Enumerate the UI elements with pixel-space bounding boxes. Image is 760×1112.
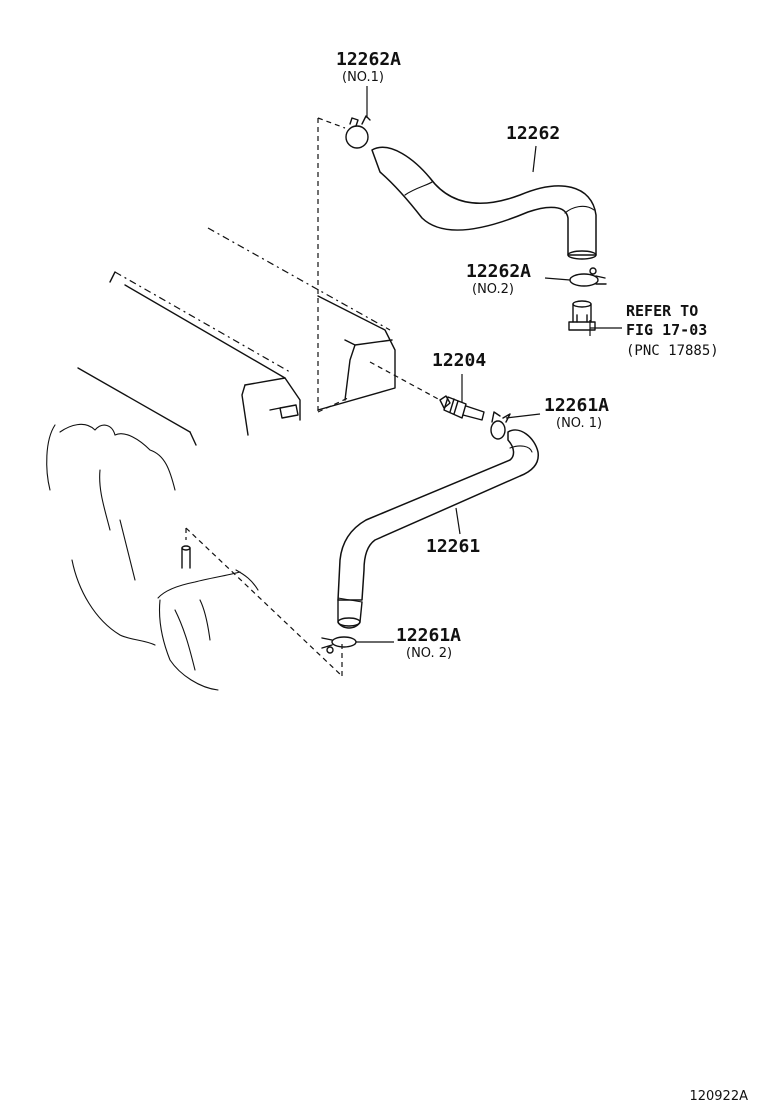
part-number: 12262A (336, 49, 401, 70)
clamp-12262A-no1 (345, 115, 371, 149)
part-sub-label: (NO. 1) (556, 416, 602, 431)
label-hose-12262: 12262 (506, 123, 560, 144)
engine-block-outline (46, 227, 396, 691)
figure-id: 120922A (689, 1089, 748, 1104)
clamp-12262A-no2 (569, 267, 607, 287)
part-sub-label: (NO.2) (472, 282, 514, 297)
refer-line-3: (PNC 17885) (626, 343, 719, 359)
label-clamp-12261A-no2: 12261A (NO. 2) (396, 625, 461, 661)
clamp-12261A-no1 (490, 411, 511, 440)
part-number: 12261A (544, 395, 609, 416)
part-number: 12261 (426, 536, 480, 557)
part-sub-label: (NO. 2) (406, 646, 452, 661)
pcv-valve (439, 395, 485, 421)
label-clamp-12262A-no1: 12262A (NO.1) (336, 49, 401, 85)
upper-hose (371, 146, 597, 260)
part-number: 12262A (466, 261, 531, 282)
label-hose-12261: 12261 (426, 536, 480, 557)
lower-hose (337, 429, 539, 629)
refer-line-1: REFER TO (626, 302, 698, 320)
alignment-lines (185, 117, 441, 677)
label-clamp-12261A-no1: 12261A (NO. 1) (544, 395, 609, 431)
part-sub-label: (NO.1) (342, 70, 384, 85)
label-clamp-12262A-no2: 12262A (NO.2) (466, 261, 531, 297)
part-number: 12204 (432, 350, 486, 371)
clamp-12261A-no2 (321, 636, 357, 654)
fitting-pnc-17885 (568, 300, 596, 331)
leader-lines (356, 86, 622, 643)
label-refer: REFER TO FIG 17-03 (PNC 17885) (626, 302, 719, 359)
part-number: 12262 (506, 123, 560, 144)
refer-line-2: FIG 17-03 (626, 321, 707, 339)
part-number: 12261A (396, 625, 461, 646)
label-valve-12204: 12204 (432, 350, 486, 371)
